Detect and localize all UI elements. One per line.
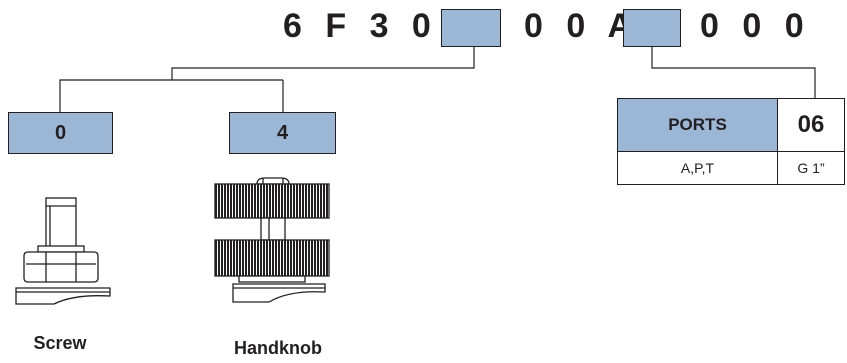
caption-handknob: Handknob [234,338,322,358]
model-code-middle: 0 0 A [524,7,640,45]
ports-header-row: PORTS 06 [617,98,845,152]
option-box-handknob: 4 [229,112,336,154]
caption-screw: Screw [33,333,87,353]
screw-illustration [15,197,111,305]
ports-row-label: A,P,T [617,151,778,185]
model-code-suffix: 0 0 0 [700,7,811,45]
ports-data-row: A,P,T G 1” [617,151,845,185]
ports-header-value: 06 [777,98,845,152]
handknob-illustration [214,177,330,303]
option-box-screw: 0 [8,112,113,154]
ports-row-value: G 1” [777,151,845,185]
code-selector-box-1 [441,9,501,47]
ports-header-label: PORTS [617,98,778,152]
ports-table: PORTS 06 A,P,T G 1” [617,98,845,185]
code-selector-box-2 [623,9,681,47]
